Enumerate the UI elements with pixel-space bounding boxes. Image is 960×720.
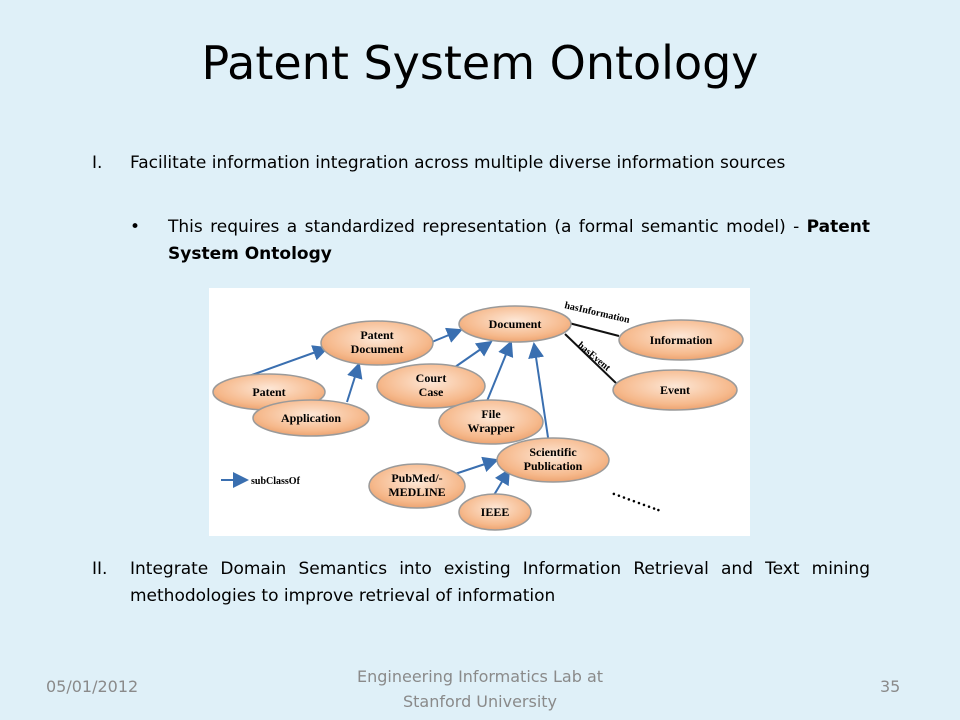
node-patent-document-label2: Document	[351, 342, 404, 356]
node-document-label: Document	[489, 317, 542, 331]
node-patent-label: Patent	[252, 385, 285, 399]
node-event-label: Event	[660, 383, 690, 397]
node-application-label: Application	[281, 411, 341, 425]
bullet-1-text-wrap: This requires a standardized representat…	[168, 214, 870, 268]
footer-page-number: 35	[880, 677, 901, 696]
node-file-wrapper-label2: Wrapper	[467, 421, 515, 435]
ontology-figure: hasInformation hasEvent Patent Applicati…	[209, 288, 750, 536]
bullet-1-bold: Patent System Ontology	[168, 217, 870, 264]
bullet-1: • This requires a standardized represent…	[130, 214, 870, 268]
edge-has-information	[564, 321, 620, 337]
node-scientific-label2: Publication	[524, 459, 583, 473]
node-information: Information	[618, 319, 744, 361]
node-document: Document	[458, 305, 572, 343]
point-2-number: II.	[92, 559, 108, 579]
node-pubmed: PubMed/- MEDLINE	[368, 463, 466, 509]
point-1-text: Facilitate information integration acros…	[130, 153, 786, 173]
node-scientific-label1: Scientific	[529, 445, 577, 459]
node-pubmed-label2: MEDLINE	[388, 485, 445, 499]
node-information-label: Information	[650, 333, 713, 347]
label-has-information: hasInformation	[563, 300, 631, 326]
edge-scientific-to-document	[528, 342, 550, 445]
node-court-case: Court Case	[376, 363, 486, 409]
point-1-number: I.	[92, 153, 103, 173]
legend-label: subClassOf	[251, 476, 301, 487]
legend-subclassof: subClassOf	[221, 472, 301, 488]
node-patent-document: Patent Document	[320, 320, 434, 366]
ontology-diagram: hasInformation hasEvent Patent Applicati…	[212, 300, 744, 531]
edge-patent-to-patentdoc	[248, 345, 329, 377]
footer-center-line1: Engineering Informatics Lab at	[356, 667, 604, 686]
node-court-case-label1: Court	[416, 371, 447, 385]
edge-has-event	[564, 333, 618, 385]
footer-center-line2: Stanford University	[402, 692, 558, 711]
bullet-1-text: This requires a standardized representat…	[168, 217, 807, 237]
label-has-event: hasEvent	[575, 340, 613, 374]
node-patent-document-label1: Patent	[360, 328, 393, 342]
node-ieee: IEEE	[458, 493, 532, 531]
node-event: Event	[612, 369, 738, 411]
node-file-wrapper-label1: File	[481, 407, 501, 421]
slide-title: Patent System Ontology	[201, 36, 759, 90]
edge-filewrapper-to-document	[484, 340, 514, 407]
node-file-wrapper: File Wrapper	[438, 399, 544, 445]
node-ieee-label: IEEE	[481, 505, 510, 519]
footer-date: 05/01/2012	[46, 677, 139, 696]
point-2: II. Integrate Domain Semantics into exis…	[92, 556, 870, 610]
bullet-dot: •	[130, 217, 141, 237]
more-ellipsis: ……….	[610, 482, 665, 516]
point-1: I. Facilitate information integration ac…	[92, 150, 870, 177]
node-application: Application	[252, 399, 370, 437]
footer-center: Engineering Informatics Lab at Stanford …	[300, 664, 660, 714]
edge-application-to-patentdoc	[346, 362, 363, 403]
node-scientific-publication: Scientific Publication	[496, 437, 610, 483]
node-pubmed-label1: PubMed/-	[391, 471, 442, 485]
point-2-text: Integrate Domain Semantics into existing…	[130, 559, 870, 606]
node-court-case-label2: Case	[419, 385, 444, 399]
